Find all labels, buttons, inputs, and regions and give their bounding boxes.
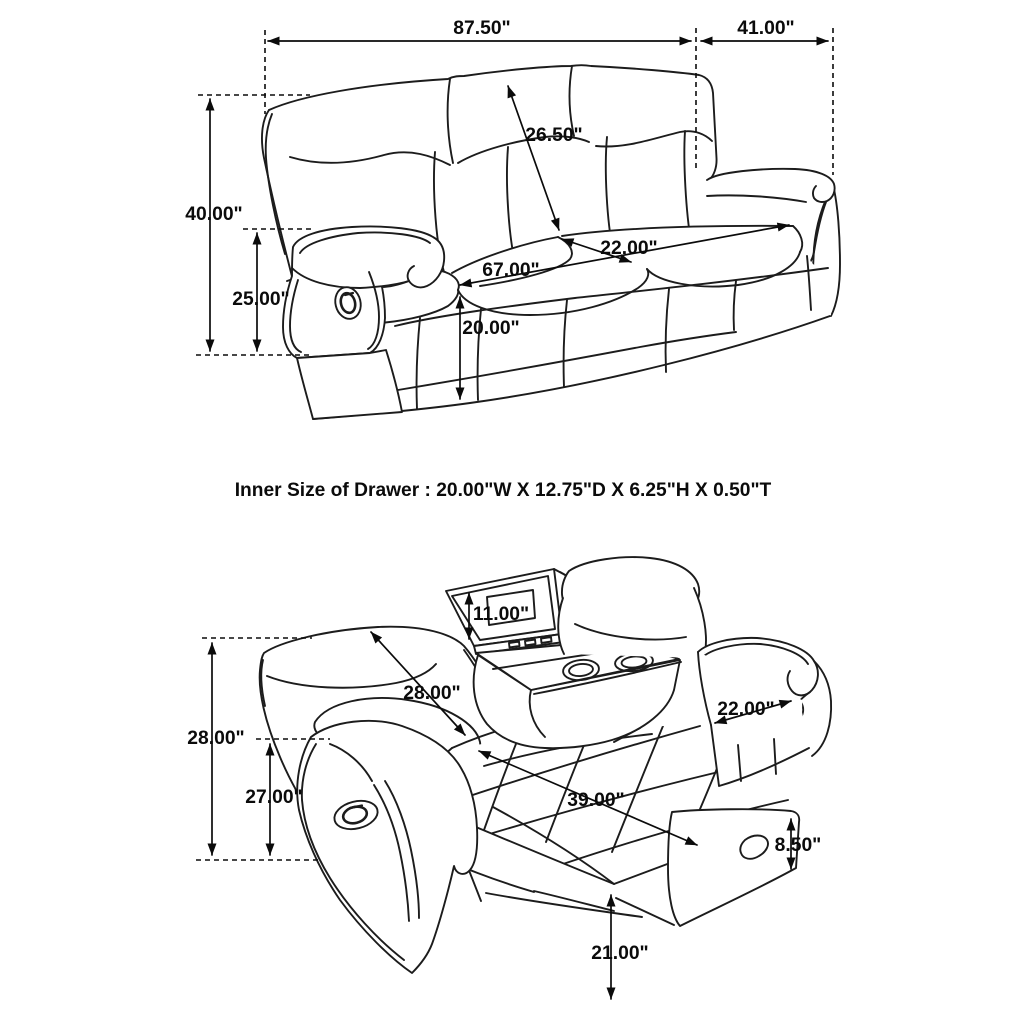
svg-text:20.00": 20.00" xyxy=(462,318,519,339)
svg-text:22.00": 22.00" xyxy=(717,699,774,720)
svg-text:25.00": 25.00" xyxy=(232,289,289,310)
svg-text:41.00": 41.00" xyxy=(737,18,794,39)
svg-text:21.00": 21.00" xyxy=(591,943,648,964)
svg-text:26.50": 26.50" xyxy=(525,125,582,146)
svg-text:87.50": 87.50" xyxy=(453,18,510,39)
svg-text:27.00": 27.00" xyxy=(245,787,302,808)
svg-text:67.00": 67.00" xyxy=(482,260,539,281)
svg-text:Inner Size of Drawer : 20.00"W: Inner Size of Drawer : 20.00"W X 12.75"D… xyxy=(235,480,772,501)
svg-text:39.00": 39.00" xyxy=(567,790,624,811)
svg-text:8.50": 8.50" xyxy=(775,835,822,856)
svg-text:28.00": 28.00" xyxy=(403,683,460,704)
svg-text:22.00": 22.00" xyxy=(600,238,657,259)
svg-text:28.00": 28.00" xyxy=(187,728,244,749)
svg-text:11.00": 11.00" xyxy=(473,604,529,625)
svg-text:40.00": 40.00" xyxy=(185,204,242,225)
